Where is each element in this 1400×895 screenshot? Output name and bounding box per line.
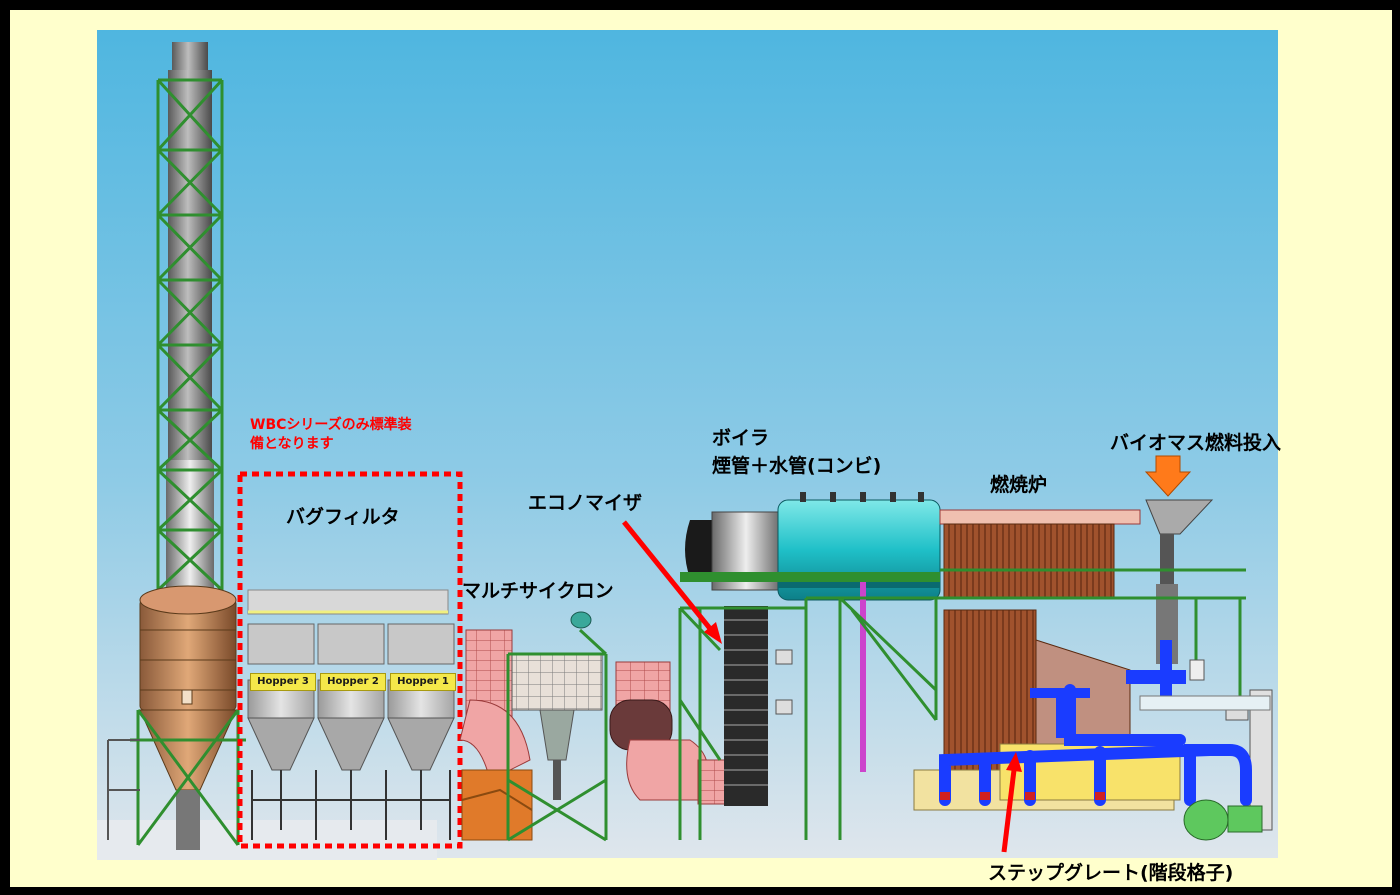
fuel-input-arrow (1144, 455, 1192, 497)
label-multi-cyclone: マルチサイクロン (462, 580, 614, 602)
label-bag-filter: バグフィルタ (286, 506, 400, 528)
chimney-stack (107, 42, 246, 850)
label-boiler-line1: ボイラ (712, 427, 770, 449)
optional-equipment-callout-box (237, 471, 463, 849)
boiler-unit (680, 492, 941, 772)
label-boiler-line2: 煙管＋水管(コンビ) (712, 455, 882, 477)
label-fuel-input: バイオマス燃料投入 (1110, 432, 1282, 454)
step-grate-unit (913, 640, 1271, 841)
hopper-label: Hopper 3 (250, 673, 316, 691)
step-grate-pointer-arrow (1001, 769, 1017, 853)
label-furnace: 燃焼炉 (990, 474, 1048, 496)
label-boiler: ボイラ 煙管＋水管(コンビ) (712, 424, 881, 480)
optional-equipment-note-line1: WBCシリーズのみ標準装 (250, 417, 412, 433)
economizer-pointer-arrow (622, 520, 718, 638)
plant-illustration (97, 30, 1278, 860)
hopper-label: Hopper 2 (320, 673, 386, 691)
label-step-grate: ステップグレート(階段格子) (988, 862, 1234, 884)
label-economizer: エコノマイザ (528, 492, 643, 514)
bag-filter-unit (247, 589, 455, 840)
economizer-unit (724, 606, 793, 806)
optional-equipment-note-line2: 備となります (250, 436, 334, 452)
hopper-label: Hopper 1 (390, 673, 456, 691)
diagram-frame: WBCシリーズのみ標準装 備となります バグフィルタ マルチサイクロン エコノマ… (10, 10, 1392, 887)
optional-equipment-note: WBCシリーズのみ標準装 備となります (250, 416, 412, 454)
